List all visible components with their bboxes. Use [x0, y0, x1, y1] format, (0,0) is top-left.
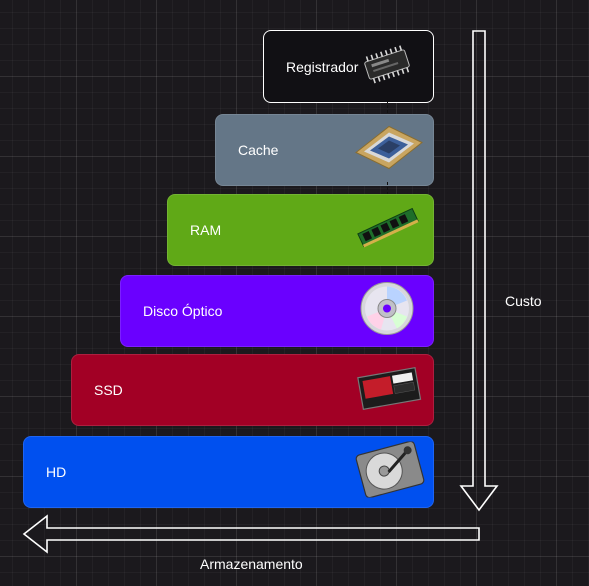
tier-label-ssd: SSD: [94, 382, 123, 398]
tier-registrador[interactable]: Registrador: [263, 30, 434, 103]
connector-line-2: [387, 182, 388, 200]
optical-disc-icon: [359, 281, 415, 342]
tier-label-cache: Cache: [238, 142, 279, 158]
tier-disco-optico[interactable]: Disco Óptico: [120, 275, 434, 347]
armazenamento-label: Armazenamento: [200, 556, 303, 572]
tier-label-hd: HD: [46, 464, 67, 480]
tier-cache[interactable]: Cache: [215, 114, 434, 186]
hard-drive-icon: [354, 440, 426, 503]
connector-line-1: [387, 100, 388, 118]
tier-ram[interactable]: RAM: [167, 194, 434, 266]
ssd-icon: [354, 365, 424, 416]
ram-module-icon: [356, 205, 420, 256]
tier-label-ram: RAM: [190, 222, 222, 238]
armazenamento-arrow: [22, 514, 480, 554]
custo-arrow: [459, 30, 499, 512]
chip-icon: [362, 44, 412, 89]
custo-label: Custo: [505, 293, 542, 309]
tier-label-disco-optico: Disco Óptico: [143, 303, 223, 319]
tier-hd[interactable]: HD: [23, 436, 434, 508]
cpu-icon: [354, 125, 424, 176]
tier-label-registrador: Registrador: [286, 58, 359, 75]
tier-ssd[interactable]: SSD: [71, 354, 434, 426]
